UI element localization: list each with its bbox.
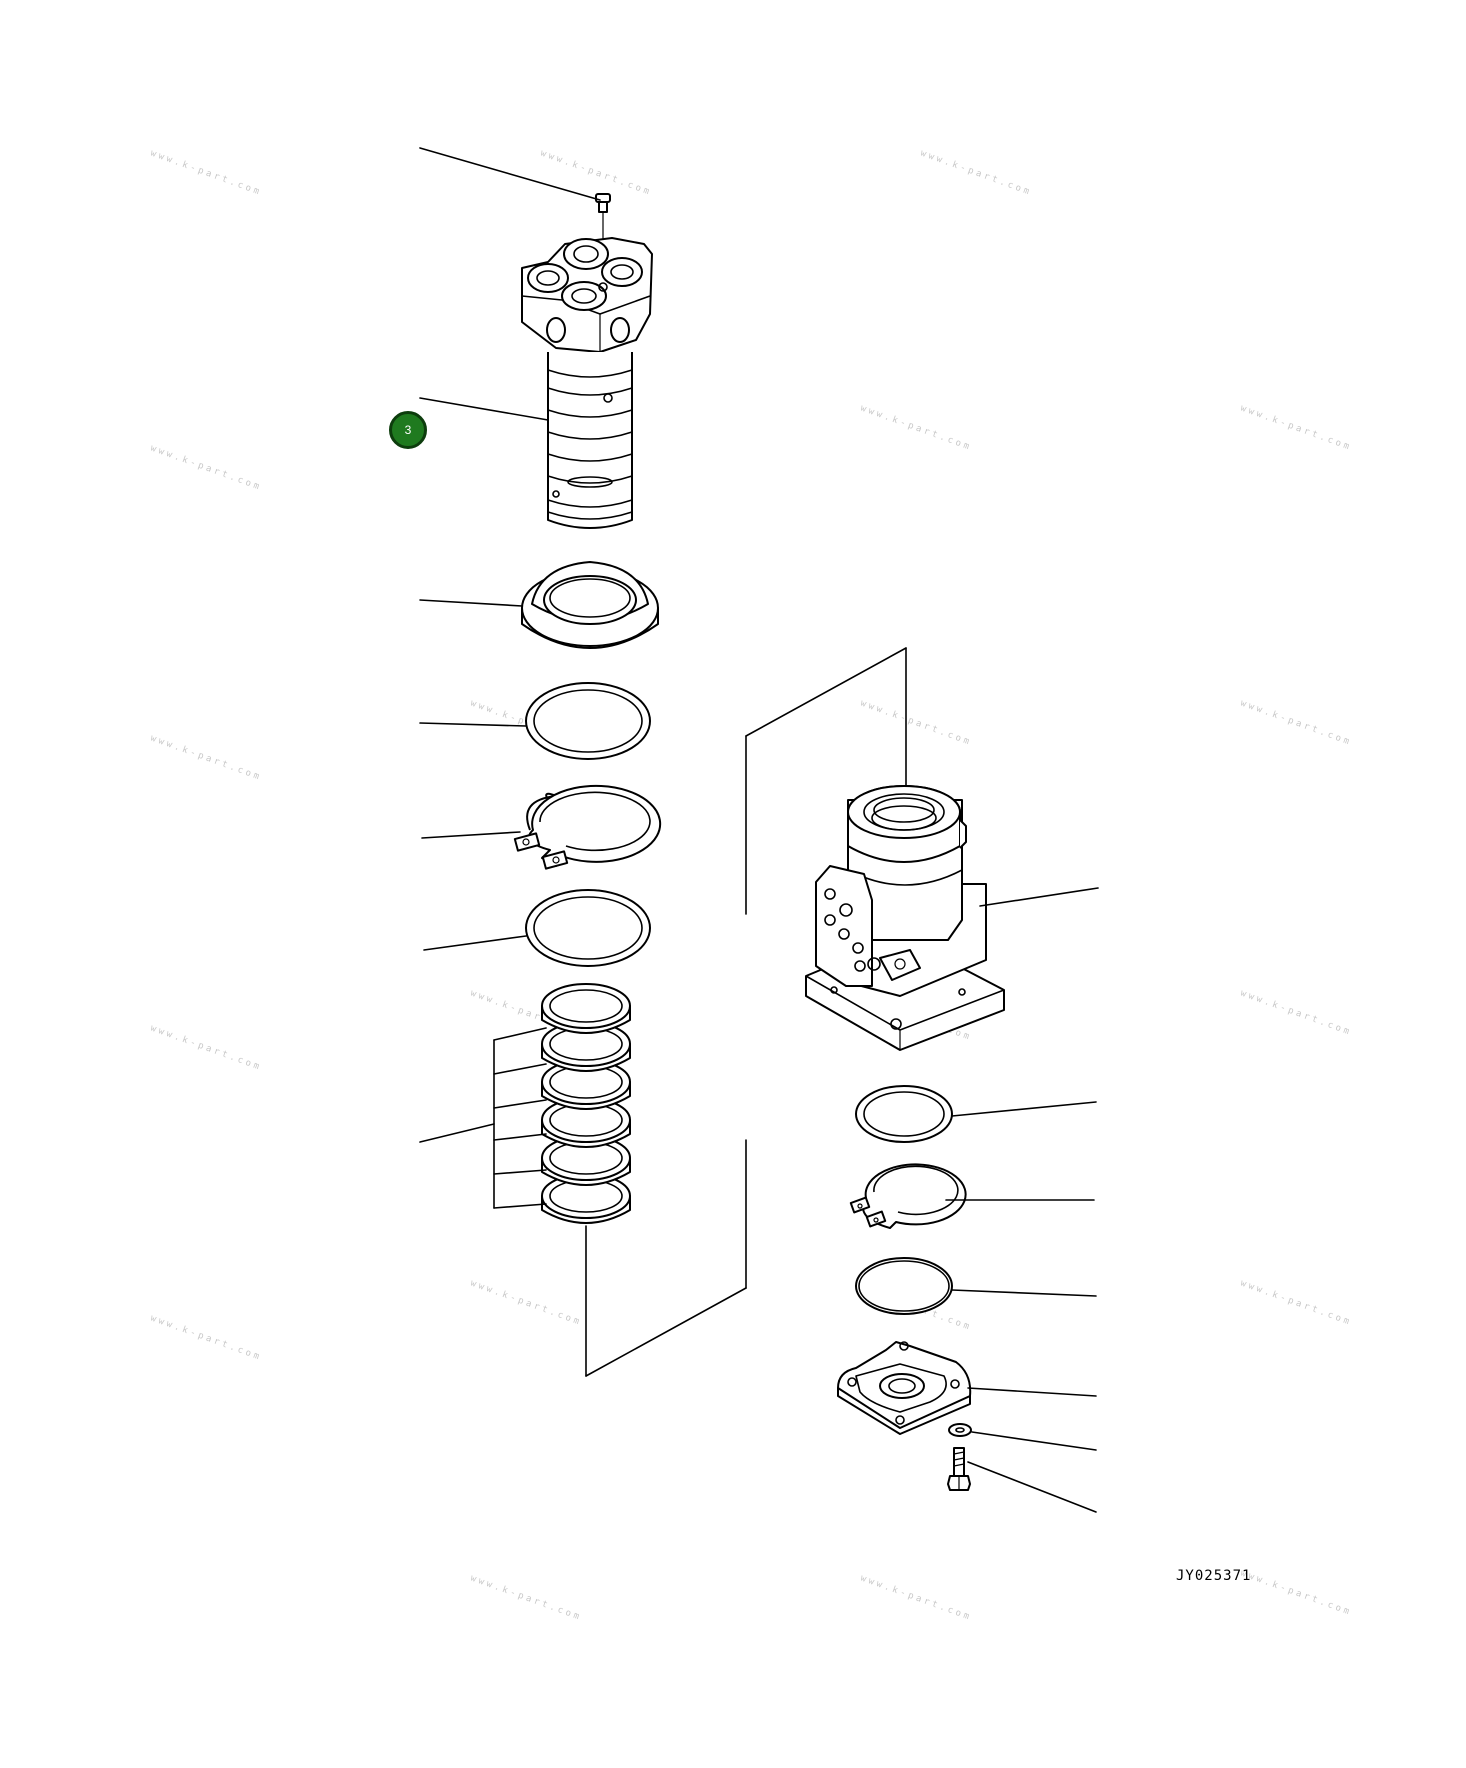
leader-line-washer (971, 1431, 1097, 1451)
seal-ring (855, 1085, 953, 1143)
watermark: www.k-part.com (149, 733, 263, 783)
leader-line-dust-seal (419, 599, 523, 607)
watermark: www.k-part.com (859, 403, 973, 453)
washer (948, 1423, 972, 1437)
assembly-connector (585, 647, 907, 1377)
slipper-seal (541, 1021, 631, 1072)
watermark: www.k-part.com (919, 148, 1033, 198)
slipper-seal-stack (541, 983, 631, 1224)
leader-line-cover (967, 1387, 1097, 1397)
leader-line-swivel-body (979, 887, 1099, 907)
leader-line-o-ring (951, 1289, 1097, 1297)
watermark: www.k-part.com (539, 148, 653, 198)
slipper-seal (541, 983, 631, 1034)
dust-seal (521, 561, 659, 649)
leader-line-snap-ring (421, 831, 521, 839)
watermark: www.k-part.com (859, 698, 973, 748)
slipper-seal (541, 1097, 631, 1148)
watermark: www.k-part.com (469, 1573, 583, 1623)
cover (837, 1341, 972, 1435)
watermark: www.k-part.com (1239, 698, 1353, 748)
slipper-seal (541, 1059, 631, 1110)
slipper-seal (541, 1173, 631, 1224)
o-ring (855, 1257, 953, 1315)
swivel-body (805, 785, 1005, 1051)
watermark: www.k-part.com (1239, 1278, 1353, 1328)
watermark: www.k-part.com (1239, 403, 1353, 453)
leader-line-rotor (419, 397, 549, 421)
swivel-rotor (521, 237, 653, 529)
watermark: www.k-part.com (149, 148, 263, 198)
watermark: www.k-part.com (1239, 988, 1353, 1038)
seal-ring (525, 682, 651, 760)
watermark: www.k-part.com (859, 1573, 973, 1623)
leader-bracket-seals (419, 1027, 547, 1209)
drawing-code-label: JY025371 (1176, 1568, 1252, 1584)
leader-line-seal-ring (419, 722, 527, 727)
watermark-layer: www.k-part.com www.k-part.com www.k-part… (149, 148, 1353, 1623)
leader-line-plug (419, 147, 601, 201)
leader-line-seal-ring (951, 1101, 1097, 1117)
snap-ring (849, 1163, 967, 1229)
callout-badge[interactable]: 3 (389, 411, 427, 449)
leader-line-o-ring (423, 935, 527, 951)
watermark: www.k-part.com (1239, 1568, 1353, 1618)
watermark: www.k-part.com (149, 443, 263, 493)
watermark: www.k-part.com (149, 1313, 263, 1363)
watermark: www.k-part.com (469, 1278, 583, 1328)
bolt (947, 1447, 971, 1491)
o-ring (525, 889, 651, 967)
watermark: www.k-part.com (149, 1023, 263, 1073)
leader-line-bolt (967, 1461, 1097, 1513)
snap-ring (513, 784, 662, 870)
